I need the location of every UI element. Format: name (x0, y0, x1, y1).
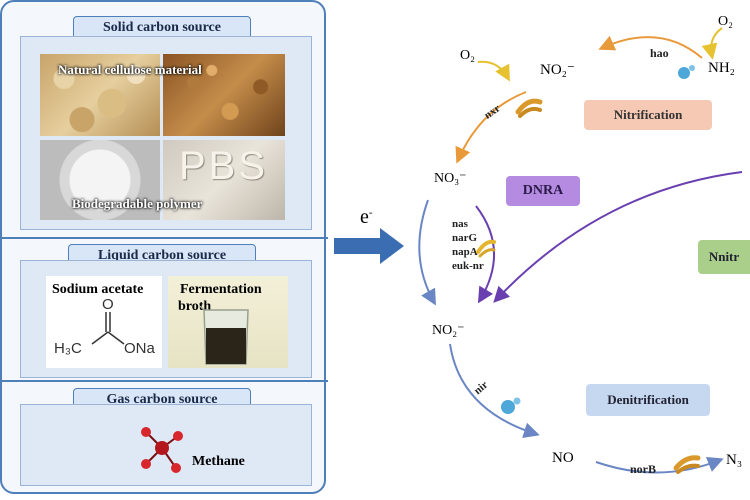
polymer-image-left (40, 140, 160, 220)
no2-to-no-arrow (449, 343, 540, 439)
dnra-badge: DNRA (506, 176, 580, 206)
o2-top-right: O₂ (718, 14, 733, 29)
bacteria-rod-icon-3 (673, 455, 701, 474)
bacteria-rod-icon (515, 98, 543, 118)
natural-cellulose-label: Natural cellulose material (58, 62, 202, 77)
biodegradable-polymer-label: Biodegradable polymer (72, 196, 203, 211)
no2-mid-label: NO₂⁻ (432, 323, 465, 338)
no3-to-no2-arrow-left (418, 199, 436, 306)
o2-arrow-left (477, 60, 510, 82)
nitrogen-cycle-arrows (418, 27, 743, 474)
nh-to-no2-arrow (598, 35, 703, 59)
cellulose-image-left (40, 54, 160, 136)
methane-molecule-icon (141, 427, 183, 473)
no3-label: NO₃⁻ (434, 171, 467, 186)
nh-right: NH₂ (708, 60, 735, 76)
bacteria-coccus-icon (678, 65, 695, 79)
norb-label: norB (630, 462, 657, 476)
sodium-acetate-panel (46, 276, 162, 368)
formula-o: O (102, 296, 114, 313)
o2-arrow-right (701, 27, 723, 60)
o2-top-left: O₂ (460, 48, 475, 63)
narg-label: narG (452, 232, 478, 244)
no2-top: NO₂⁻ (540, 62, 575, 78)
nitrification-badge: Nitrification (584, 100, 712, 130)
sodium-acetate-label: Sodium acetate (52, 282, 144, 297)
electron-transfer-arrow (334, 228, 404, 264)
acetate-structure (91, 312, 125, 345)
napa-label: napA (452, 246, 478, 258)
dnra-arrow (475, 205, 496, 304)
polymer-image-right: PBS (163, 140, 285, 220)
no-to-n-arrow (595, 457, 724, 474)
formula-ona: ONa (124, 340, 155, 357)
euk-nr-label: euk-nr (452, 260, 484, 272)
fermentation-label: Fermentation (180, 282, 262, 297)
bacteria-rod-icon-2 (476, 239, 496, 258)
cellulose-image-right (163, 54, 285, 136)
divider-2 (2, 380, 328, 382)
n2-label: N₃ (726, 452, 743, 468)
formula-h3c: H₃C (54, 340, 82, 357)
bacteria-coccus-icon-2 (501, 397, 521, 414)
no-label: NO (552, 450, 574, 466)
beaker-icon (199, 306, 249, 365)
methane-label: Methane (192, 454, 245, 469)
broth-label: broth (178, 299, 212, 314)
nnitr-arc-arrow (493, 171, 743, 303)
pbs-text: PBS (179, 144, 269, 188)
hao-label: hao (650, 46, 669, 60)
nas-label: nas (452, 218, 468, 230)
nnitr-badge: Nnitr (698, 240, 750, 274)
electron-label: e- (360, 206, 373, 228)
denitrification-badge: Denitrification (586, 384, 710, 416)
no2-to-no3-arrow (455, 91, 527, 164)
divider-1 (2, 237, 328, 239)
